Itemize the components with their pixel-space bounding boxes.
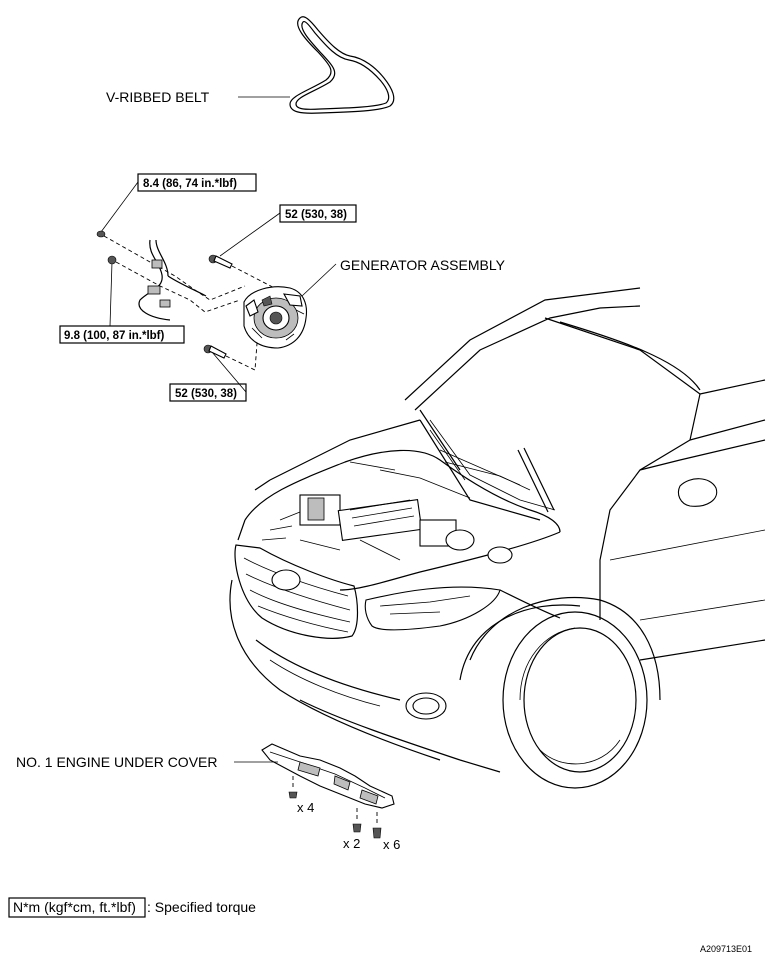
- wire-harness: [138, 239, 207, 321]
- under-cover-screw-x2: [352, 808, 362, 833]
- engine-under-cover: [261, 743, 395, 809]
- under-cover-bolt-x4: [288, 776, 298, 799]
- quantity-x2: x 2: [343, 836, 360, 851]
- generator-assembly: [243, 286, 308, 349]
- generator-leader-line: [301, 263, 337, 297]
- headlight: [364, 586, 501, 631]
- figure-id: A209713E01: [700, 944, 752, 954]
- under-cover-clip-x6: [372, 812, 382, 839]
- quantity-x4: x 4: [297, 800, 314, 815]
- torque-top-bolt-value: 8.4 (86, 74 in.*lbf): [143, 178, 237, 190]
- quantity-x6: x 6: [383, 837, 400, 852]
- front-wheel: [459, 596, 661, 789]
- torque-callout-top-bolt: 8.4 (86, 74 in.*lbf): [100, 173, 257, 233]
- torque-upper-generator-bolt-value: 52 (530, 38): [285, 209, 347, 221]
- legend-unit-box: N*m (kgf*cm, ft.*lbf): [13, 899, 136, 915]
- top-bolt: [96, 230, 106, 238]
- torque-legend: N*m (kgf*cm, ft.*lbf) : Specified torque: [8, 897, 256, 918]
- torque-nut-value: 9.8 (100, 87 in.*lbf): [64, 330, 165, 342]
- v-ribbed-belt: [289, 16, 395, 114]
- upper-generator-bolt: [208, 254, 233, 269]
- torque-callout-nut: 9.8 (100, 87 in.*lbf): [59, 261, 185, 344]
- generator-assembly-label: GENERATOR ASSEMBLY: [340, 257, 506, 273]
- engine-under-cover-label: NO. 1 ENGINE UNDER COVER: [16, 754, 217, 770]
- front-grille: [234, 544, 359, 639]
- engine-components: [261, 461, 513, 564]
- front-bumper: [229, 579, 561, 761]
- v-ribbed-belt-label: V-RIBBED BELT: [106, 89, 210, 105]
- torque-callout-upper-generator-bolt: 52 (530, 38): [219, 204, 357, 257]
- nut: [107, 255, 117, 265]
- torque-lower-generator-bolt-value: 52 (530, 38): [175, 388, 237, 400]
- torque-callout-lower-generator-bolt: 52 (530, 38): [169, 351, 247, 402]
- legend-description: : Specified torque: [147, 899, 256, 915]
- lower-generator-bolt: [203, 344, 227, 359]
- vehicle-illustration: [229, 287, 766, 789]
